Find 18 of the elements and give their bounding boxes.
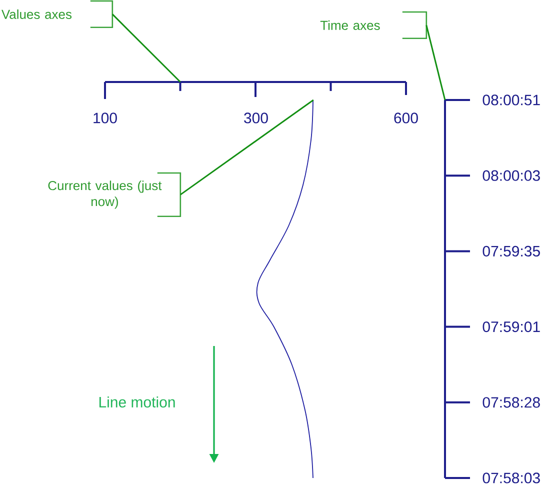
callout-label: Time axes bbox=[320, 20, 380, 30]
tick-label: 08:00:03 bbox=[482, 170, 540, 181]
tick-label: 100 bbox=[94, 112, 117, 124]
callout-label: Values axes bbox=[1, 9, 72, 19]
tick-label: 07:58:03 bbox=[482, 472, 540, 484]
tick-label: 07:59:01 bbox=[482, 321, 540, 332]
leader-line bbox=[180, 99, 314, 196]
leader-line bbox=[426, 25, 446, 100]
direction-label: Line motion bbox=[99, 396, 175, 408]
value-axis bbox=[104, 81, 407, 100]
leader-line bbox=[112, 14, 181, 83]
tick-label: 600 bbox=[394, 112, 418, 124]
tick-label: 07:59:35 bbox=[482, 246, 540, 256]
tick-label: 08:00:51 bbox=[482, 94, 540, 106]
time-axis bbox=[444, 99, 471, 479]
tick-label: 300 bbox=[244, 112, 268, 124]
tick-label: 07:58:28 bbox=[482, 397, 540, 408]
callout-label: Current values (just now) bbox=[48, 180, 162, 209]
